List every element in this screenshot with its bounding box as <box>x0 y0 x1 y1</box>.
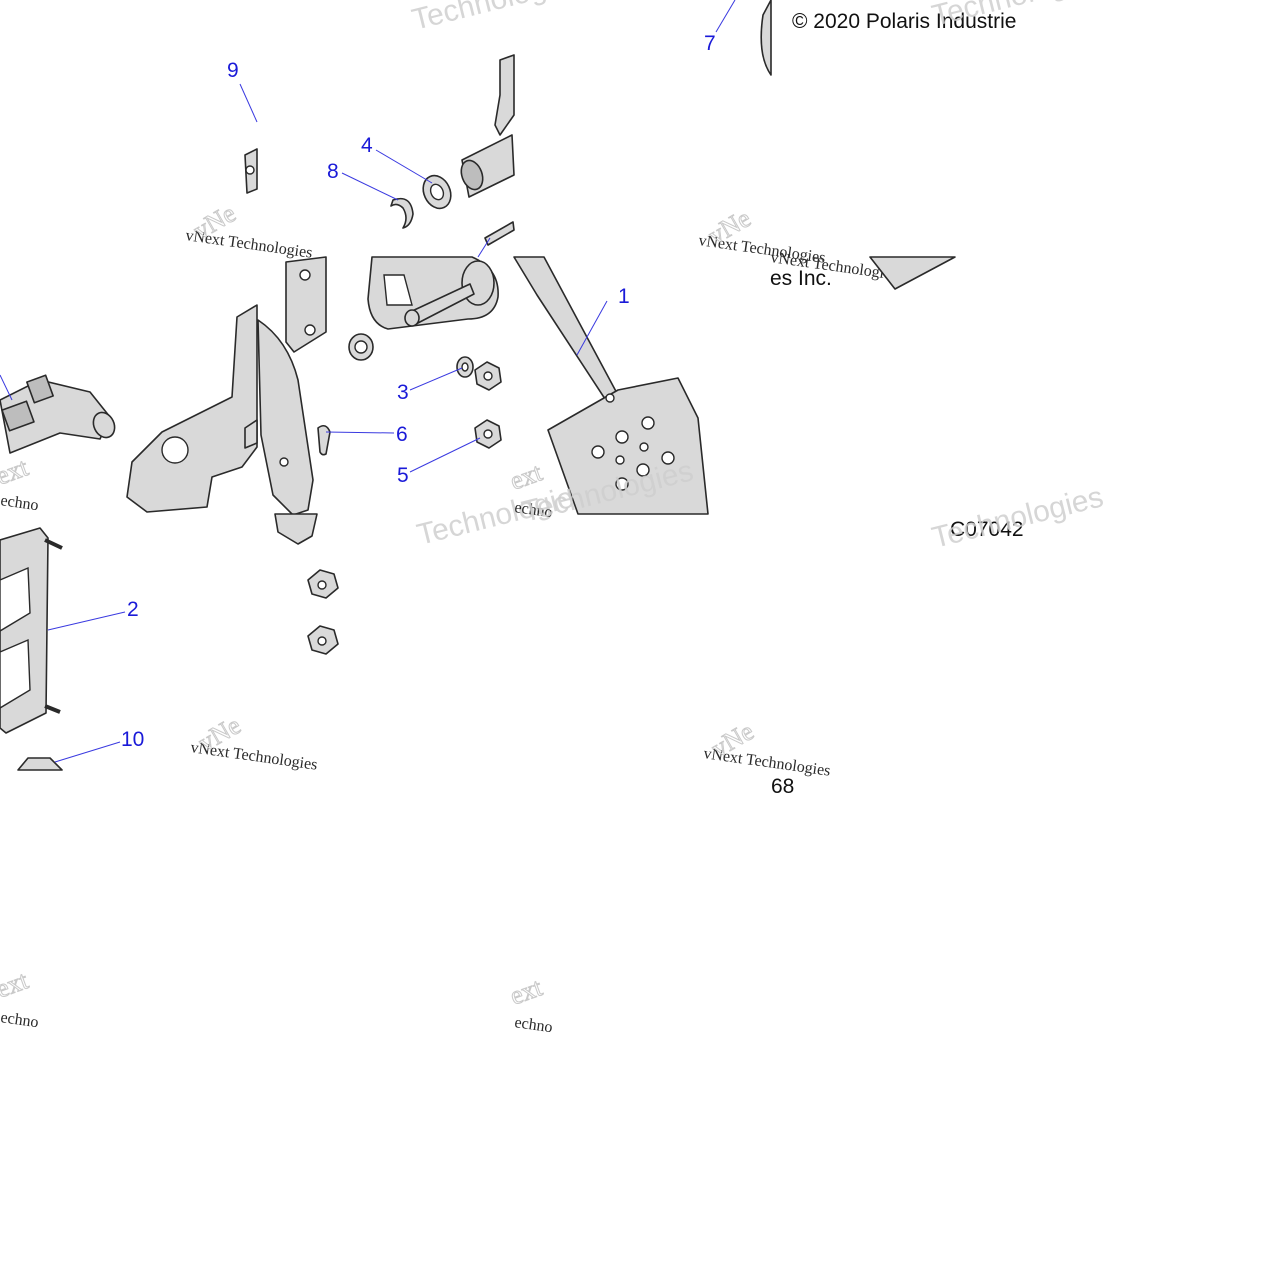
clevis-pin <box>484 221 515 246</box>
plate-cutout <box>0 638 31 709</box>
watermark-technologies: Technologies <box>929 0 1107 33</box>
leader-1 <box>576 300 608 356</box>
cotter-pin <box>317 424 331 456</box>
bracket-end <box>274 513 318 545</box>
callout-6: 6 <box>396 423 408 446</box>
watermark-technologies: Technologies <box>409 0 587 37</box>
pedal-stop <box>869 256 956 290</box>
leader-8 <box>341 172 399 201</box>
callout-7: 7 <box>704 32 716 55</box>
bracket-plate <box>257 319 314 516</box>
watermark-techno: echno <box>513 499 553 521</box>
clevis-slot <box>383 274 413 306</box>
nut-hole <box>317 636 327 646</box>
copyright-tail: es Inc. <box>770 267 832 290</box>
pad-hole <box>641 416 655 430</box>
pad-hole <box>615 477 629 491</box>
e-clip <box>390 197 414 229</box>
callout-2: 2 <box>127 598 139 621</box>
tile-row4: ext echno ext echno <box>0 965 554 1037</box>
leader-line <box>0 374 13 401</box>
watermark-ext: ext <box>506 972 546 1010</box>
callout-5: 5 <box>397 464 409 487</box>
pad-hole <box>591 445 605 459</box>
callout-3: 3 <box>397 381 409 404</box>
stud <box>44 538 63 550</box>
tile-top-middle <box>390 54 515 246</box>
leader-9 <box>239 83 258 123</box>
pedal-arm <box>513 256 620 406</box>
watermark-techno: echno <box>513 1014 553 1036</box>
nut-hole <box>483 371 493 381</box>
leader-7 <box>715 0 736 33</box>
nut-hole <box>317 580 327 590</box>
pivot-housing <box>494 54 515 136</box>
tile-top-right: © 2020 Polaris Industrie Technologies vN… <box>697 0 1107 284</box>
leader-6 <box>325 431 395 434</box>
leader-10 <box>54 741 121 763</box>
leader-lines <box>47 0 736 763</box>
nut-hole <box>483 429 493 439</box>
callout-1: 1 <box>618 285 630 308</box>
hole <box>279 457 289 467</box>
callouts: 1 2 3 4 5 6 7 8 9 10 <box>121 32 716 751</box>
callout-10: 10 <box>121 728 144 751</box>
pad-hole <box>615 455 625 465</box>
pad-hole <box>639 442 649 452</box>
shaft-end <box>460 159 484 191</box>
pad-hole <box>636 463 650 477</box>
leader-3 <box>409 367 463 391</box>
bushing-hole <box>354 340 368 354</box>
switch-plunger <box>92 411 116 439</box>
page-number: 68 <box>771 775 794 798</box>
pad-hole <box>605 393 615 403</box>
switch-connector <box>1 400 35 432</box>
pedal-arm-edge <box>760 0 772 76</box>
hole <box>245 165 255 175</box>
bracket-hole <box>161 436 189 464</box>
leader-4 <box>375 149 433 184</box>
pedal-pad <box>547 377 709 515</box>
switch-tab <box>26 374 54 404</box>
leader-2 <box>47 611 126 631</box>
bracket-tab <box>244 419 258 449</box>
tile-bottom-left: vNext Technologies vNe vNext Technologie… <box>0 513 831 798</box>
callout-9: 9 <box>227 59 239 82</box>
watermark-techno: echno <box>0 1009 40 1031</box>
hex-nut <box>17 757 63 771</box>
leader-5 <box>409 437 481 473</box>
washer-hole <box>461 362 469 372</box>
watermark-ext: ext <box>0 452 33 490</box>
tile-mid-middle: Technologies <box>257 256 592 552</box>
mounting-bracket <box>126 304 258 513</box>
pin-head <box>404 309 420 327</box>
watermark-ext: ext <box>0 965 33 1003</box>
tile-mid-right: es Inc. ext echno Technologies C07042 Te… <box>506 256 1107 555</box>
pad-hole <box>615 430 629 444</box>
leader-pin <box>477 237 491 258</box>
tile-top-left: Technologies vNext Technologies vNe <box>184 0 586 262</box>
plate-cutout <box>0 566 31 632</box>
hole <box>299 269 311 281</box>
callout-8: 8 <box>327 160 339 183</box>
watermark-techno: echno <box>0 492 40 514</box>
watermark-technologies: Technologies <box>929 480 1107 554</box>
pad-hole <box>661 451 675 465</box>
copyright: © 2020 Polaris Industrie <box>792 10 1016 33</box>
hole <box>304 324 316 336</box>
tile-mid-left: ext echno <box>0 304 258 514</box>
bushing-hole <box>429 183 445 201</box>
side-plate <box>285 256 327 353</box>
diagram-code: C07042 <box>950 518 1024 541</box>
stud <box>44 704 61 714</box>
callout-4: 4 <box>361 134 373 157</box>
